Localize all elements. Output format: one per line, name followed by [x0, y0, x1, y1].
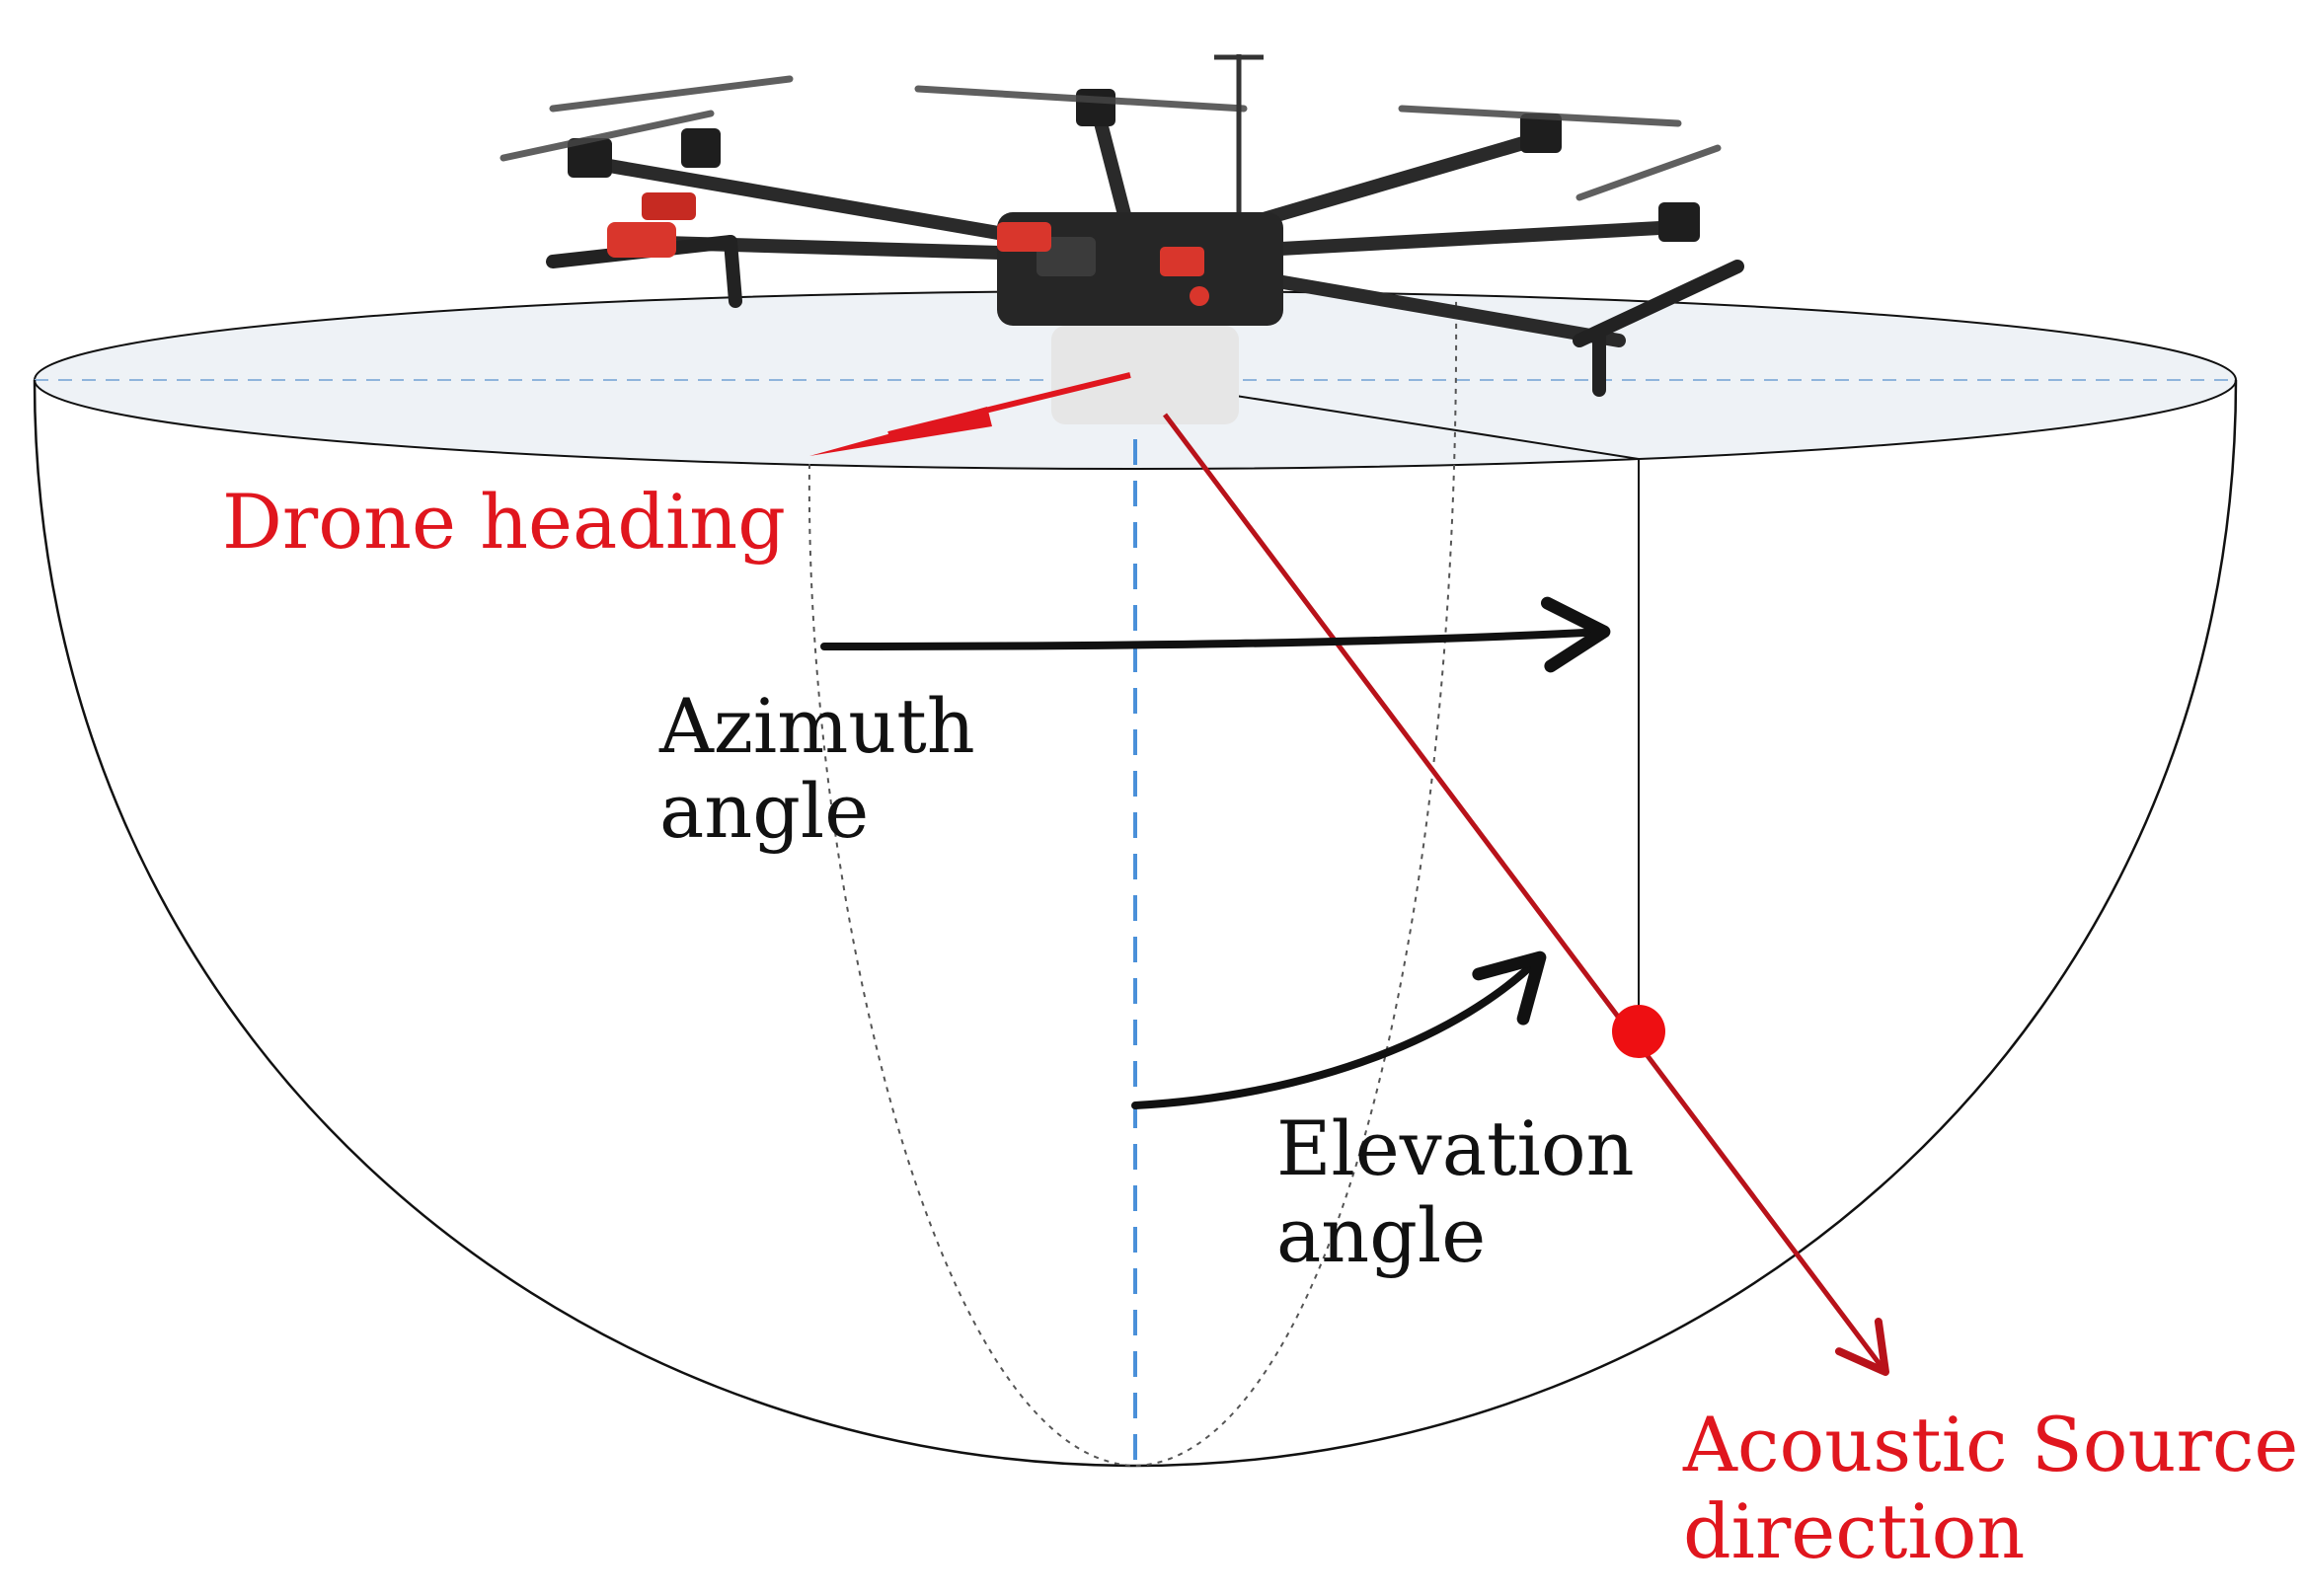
- azimuth-label-line1: Azimuth: [658, 682, 975, 770]
- elevation-label-line1: Elevation: [1276, 1104, 1635, 1192]
- acoustic-source-arrow: [1163, 413, 1889, 1376]
- acoustic-source-label-line2: direction: [1683, 1487, 2025, 1575]
- acoustic-source-point: [1612, 1005, 1665, 1058]
- elevation-label-line2: angle: [1276, 1191, 1486, 1279]
- dotted-meridian: [807, 295, 1458, 1468]
- drone-image: [499, 54, 1744, 424]
- azimuth-arrow: [820, 596, 1611, 673]
- azimuth-label-line2: angle: [659, 767, 869, 855]
- hemisphere-outline: [33, 379, 2238, 1468]
- elevation-arrow: [1131, 950, 1547, 1109]
- drone-heading-arrowhead: [809, 407, 992, 456]
- drone-heading-label: Drone heading: [222, 478, 786, 566]
- acoustic-source-label-line1: Acoustic Source: [1682, 1401, 2298, 1488]
